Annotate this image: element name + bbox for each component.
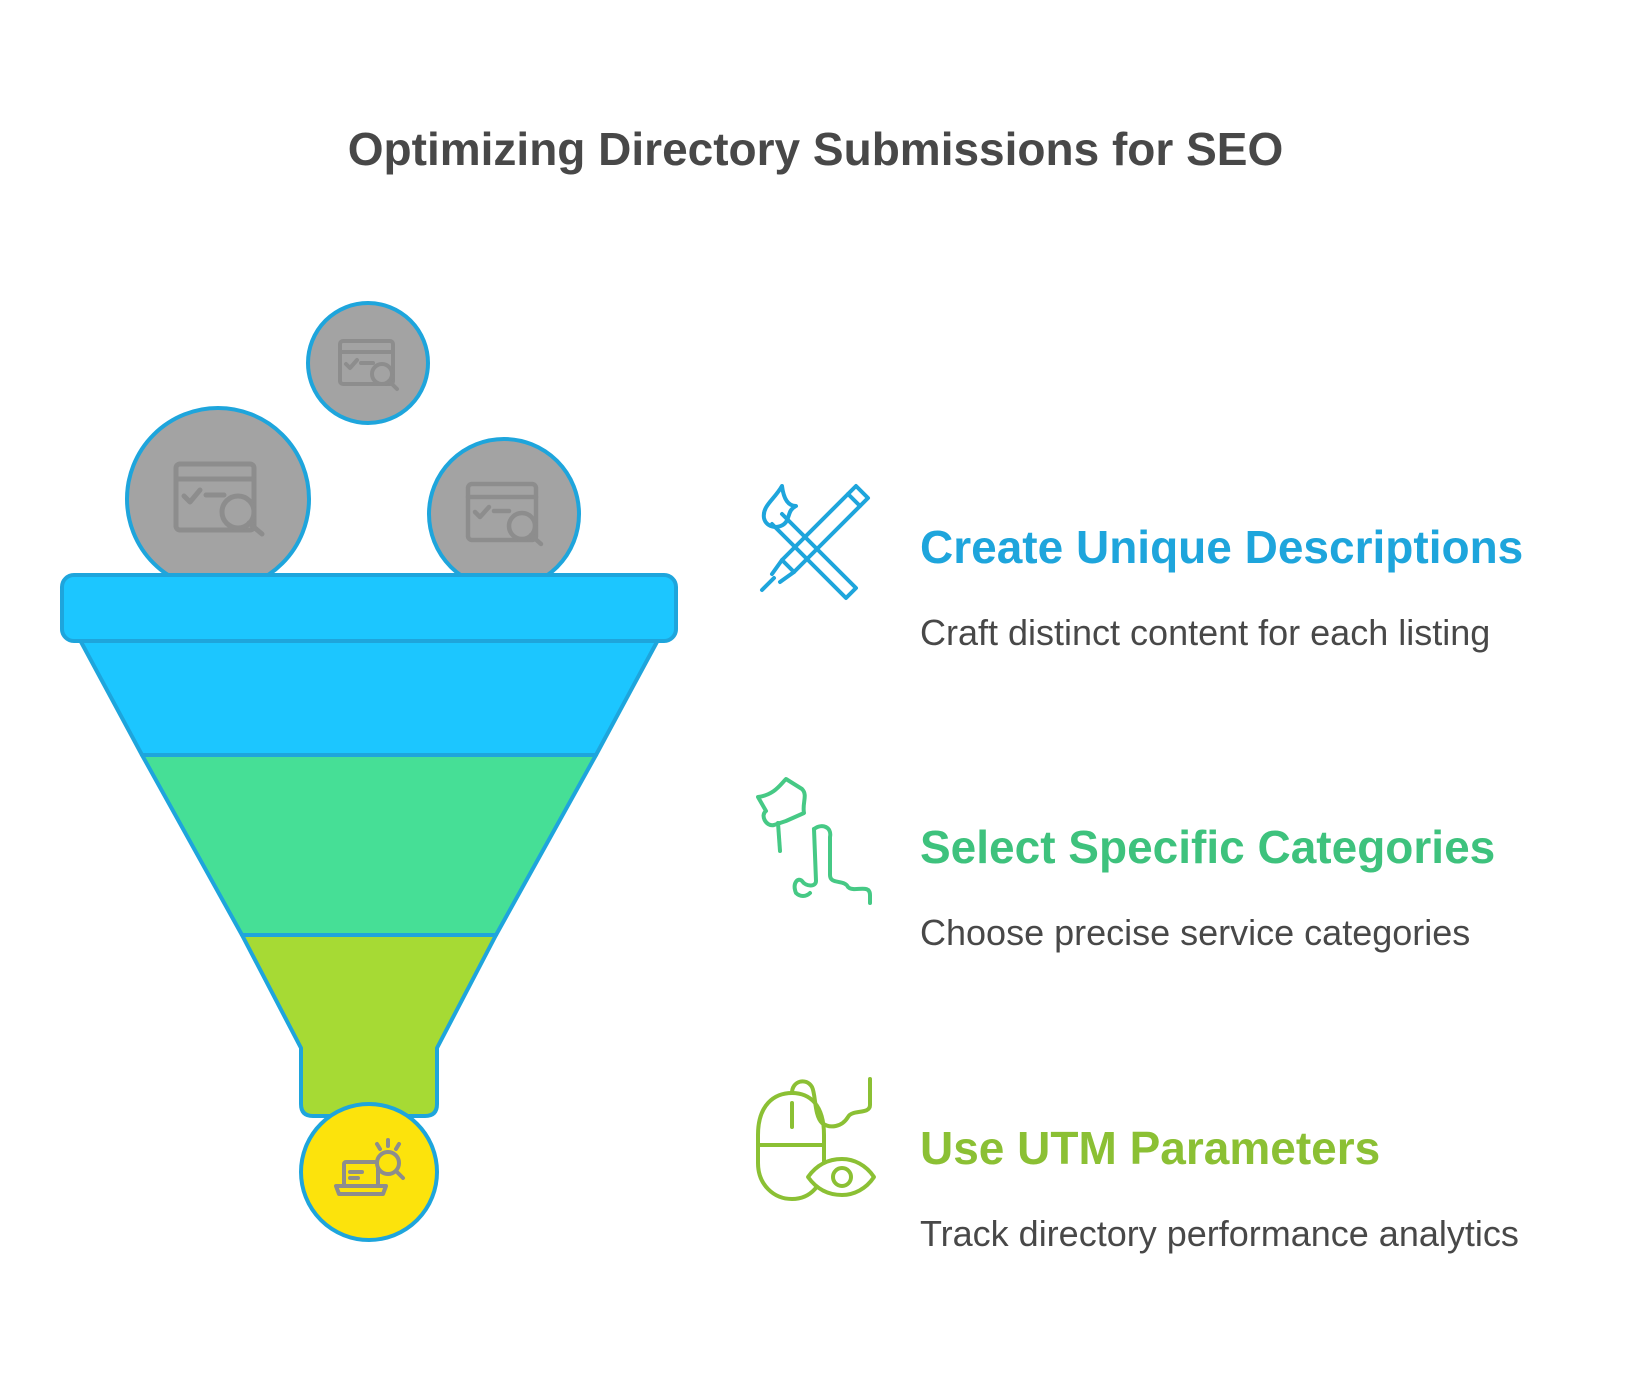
funnel-stage-bottom	[240, 933, 498, 1118]
checklist-search-icon	[465, 481, 544, 547]
checklist-search-icon	[338, 339, 399, 391]
pen-brush-tools-icon	[752, 478, 882, 608]
page-title: Optimizing Directory Submissions for SEO	[347, 123, 1284, 175]
step-description-select-specific-categories: Choose precise service categories	[920, 912, 1471, 953]
laptop-search-icon	[334, 1138, 405, 1196]
input-circle-3	[427, 437, 581, 591]
input-circle-1	[306, 301, 430, 425]
category-shapes-icon	[752, 775, 882, 905]
funnel-rim	[60, 573, 678, 643]
step-title-select-specific-categories: Select Specific Categories	[920, 821, 1496, 873]
funnel-stage-middle	[140, 753, 598, 937]
output-circle	[299, 1102, 439, 1242]
step-description-create-unique-descriptions: Craft distinct content for each listing	[920, 612, 1491, 653]
checklist-search-icon	[173, 461, 265, 537]
mouse-eye-icon	[752, 1075, 882, 1205]
step-title-use-utm-parameters: Use UTM Parameters	[920, 1122, 1381, 1174]
step-description-use-utm-parameters: Track directory performance analytics	[920, 1213, 1519, 1254]
input-circle-2	[125, 406, 311, 592]
step-title-create-unique-descriptions: Create Unique Descriptions	[920, 521, 1524, 573]
funnel-stage-top	[78, 638, 660, 757]
